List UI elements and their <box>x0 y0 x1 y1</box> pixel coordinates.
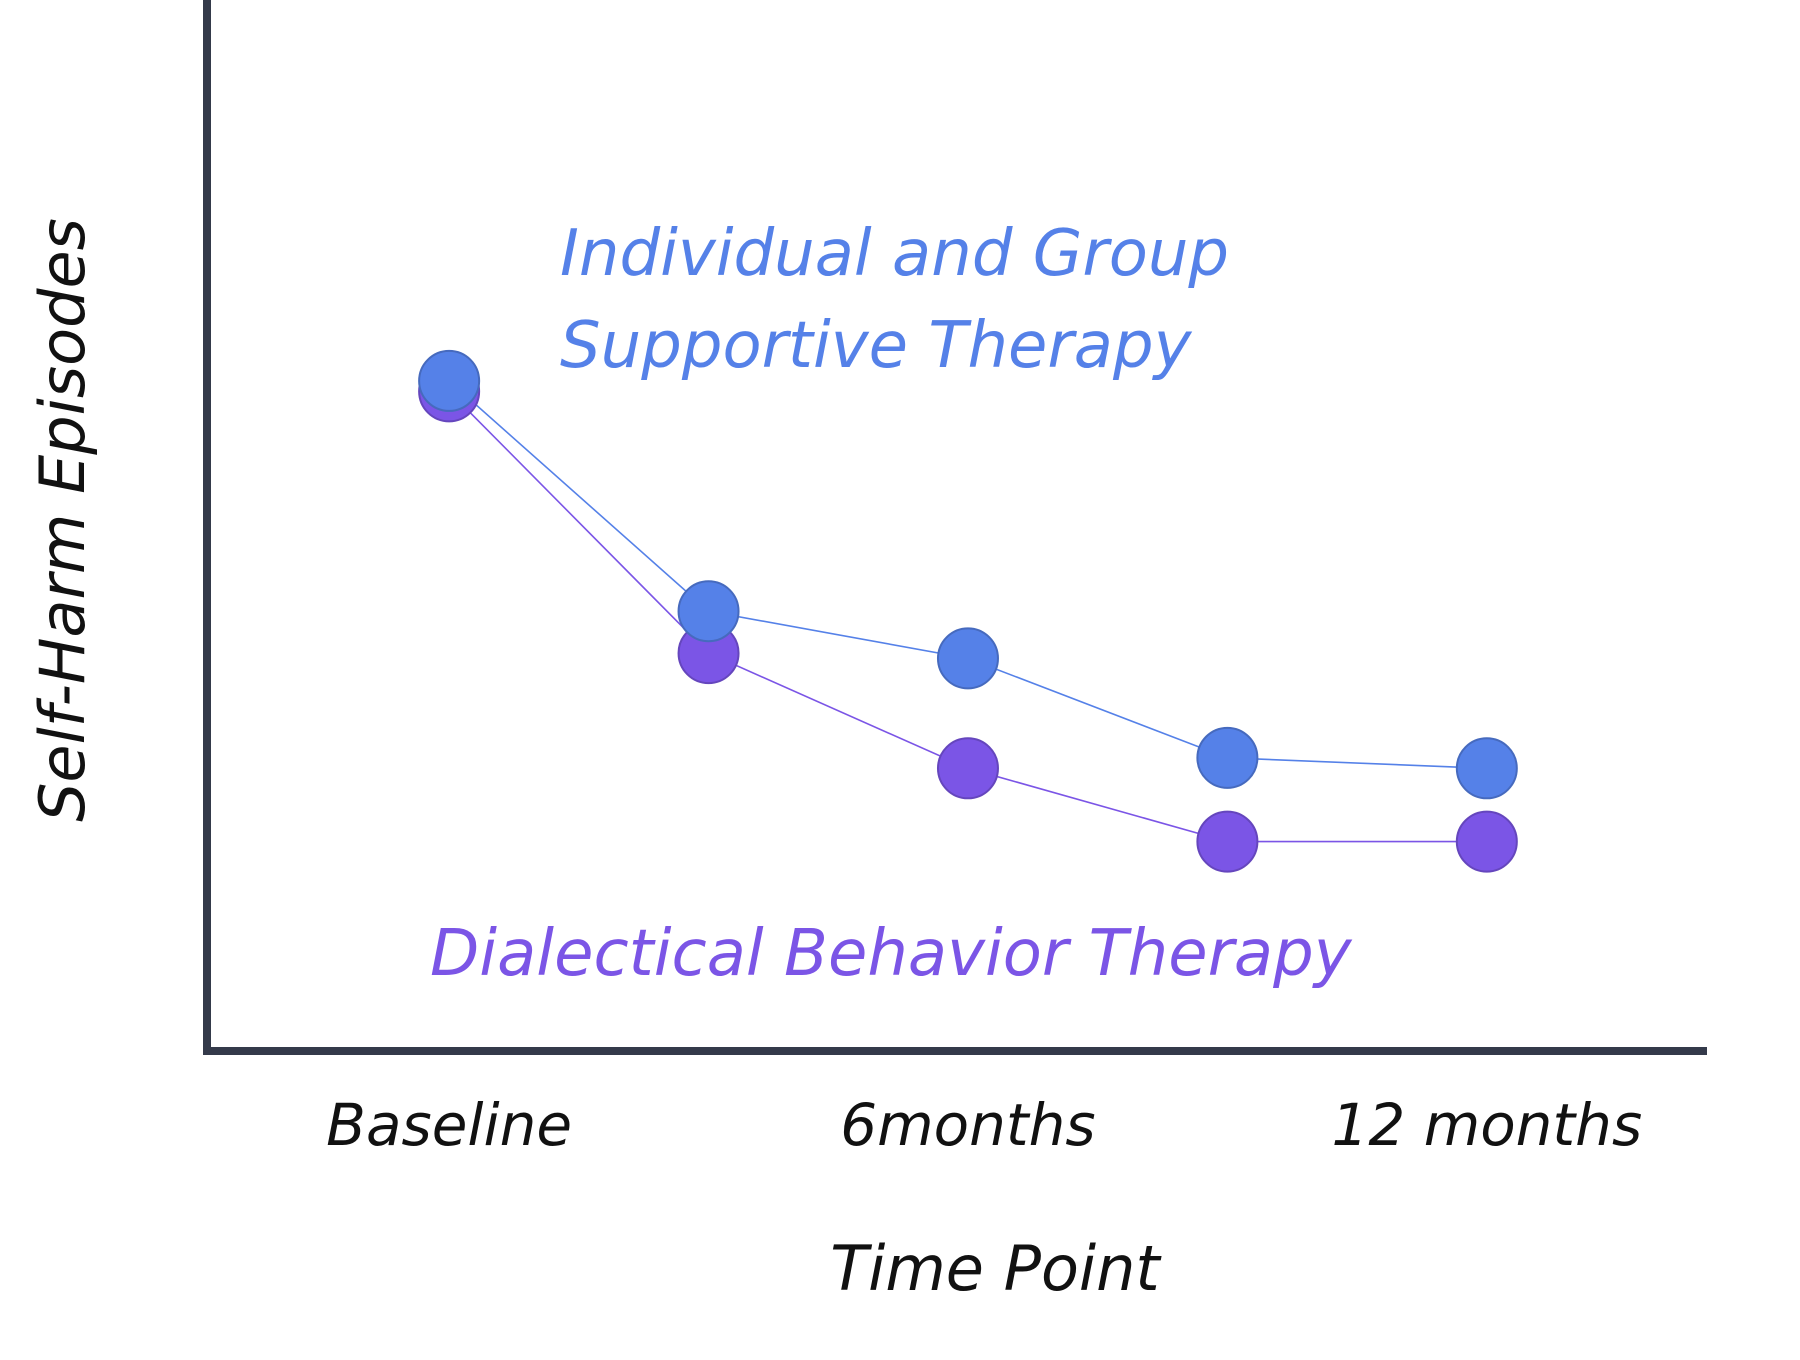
data-point <box>1196 810 1259 873</box>
data-point <box>936 627 999 690</box>
data-point <box>936 737 999 800</box>
x-tick-labels: Baseline 6months 12 months <box>326 1091 1642 1159</box>
data-point <box>1196 726 1259 789</box>
x-tick-label: 6months <box>840 1091 1095 1159</box>
x-tick-label: Baseline <box>326 1091 572 1159</box>
x-axis-label: Time Point <box>830 1232 1162 1305</box>
series-line <box>448 380 1487 770</box>
data-point <box>677 580 740 643</box>
series-points <box>418 349 1518 873</box>
series-label: Dialectical Behavior Therapy <box>430 917 1353 991</box>
data-point <box>418 349 481 412</box>
y-axis-label: Self-Harm Episodes <box>26 218 99 822</box>
data-point <box>1455 810 1518 873</box>
data-point <box>1455 737 1518 800</box>
series-label: Individual and Group <box>560 217 1229 291</box>
axes <box>203 0 1707 1055</box>
x-tick-label: 12 months <box>1331 1091 1642 1159</box>
series-label: Supportive Therapy <box>560 309 1193 383</box>
